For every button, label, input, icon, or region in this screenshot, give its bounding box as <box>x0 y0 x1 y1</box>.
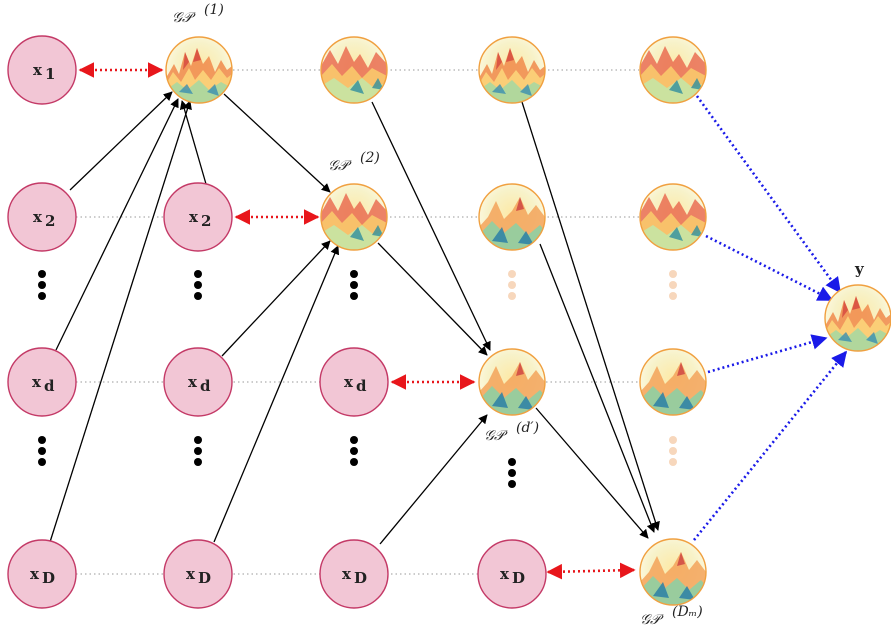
gp-label-gpDm-sup: (Dₘ) <box>672 604 703 620</box>
gp-label-gp1-main: 𝒢𝒫 <box>172 10 196 26</box>
arrows-to-gp1 <box>49 91 207 543</box>
gp-node-gp1 <box>165 36 233 104</box>
input-label-x2-col2: x <box>189 208 199 226</box>
input-sub-xD-col1: D <box>42 569 55 587</box>
input-label-x1: x <box>33 61 43 79</box>
vertical-ellipsis-c2-a <box>194 270 202 300</box>
gp-node-r1c4 <box>478 36 546 104</box>
faded-ellipsis-c5-a <box>669 270 677 300</box>
input-label-xd-col2: x <box>188 373 198 391</box>
link-gpd5-y <box>707 334 828 374</box>
ellipsis-dots <box>38 270 516 488</box>
input-sub-xd-col1: d <box>44 377 55 395</box>
gp-node-gpDm <box>639 538 707 606</box>
gp-labels: 𝒢𝒫 (1) 𝒢𝒫 (2) 𝒢𝒫 (d′) 𝒢𝒫 (Dₘ) y <box>172 2 865 628</box>
input-node-x1: x 1 <box>7 35 77 105</box>
input-label-xD-col1: x <box>30 565 40 583</box>
gp-node-r1c3 <box>320 36 388 104</box>
input-node-xd-col1: x d <box>7 347 77 417</box>
input-sub-x1: 1 <box>45 65 55 83</box>
vertical-ellipsis-c4-b <box>508 458 516 488</box>
arrow-gpd-gpDm <box>535 407 649 539</box>
input-node-xD-col3: x D <box>319 539 389 609</box>
input-node-x2-col2: x 2 <box>163 182 233 252</box>
gp-label-gp2-sup: (2) <box>360 150 380 166</box>
gp-label-gp1-sup: (1) <box>204 2 224 18</box>
vertical-ellipsis-c1-a <box>38 270 46 300</box>
arrows-gp-chain <box>213 93 660 545</box>
input-label-xD-col2: x <box>186 565 196 583</box>
input-node-x2-col1: x 2 <box>7 182 77 252</box>
faded-ellipsis-c4 <box>508 270 516 300</box>
arrow-xd-gp1 <box>55 98 179 351</box>
input-node-xD-col1: x D <box>7 539 77 609</box>
vertical-ellipsis-c3-a <box>350 270 358 300</box>
gp-node-r2c4 <box>478 183 546 251</box>
input-label-xD-col3: x <box>342 565 352 583</box>
vertical-ellipsis-c2-b <box>194 436 202 466</box>
arrow-gp24-gpDm <box>539 243 656 533</box>
gp-label-gp1: 𝒢𝒫 (1) <box>172 2 224 26</box>
arrow-gp13-gpd <box>371 101 491 351</box>
gp-label-gpd-sup: (d′) <box>516 420 539 436</box>
arrow-x2-gp1 <box>69 91 173 191</box>
input-node-xd-col2: x d <box>163 347 233 417</box>
gp-node-r3c5 <box>639 348 707 416</box>
arrow-gp1-gp2 <box>223 93 331 193</box>
input-label-xD-col4: x <box>500 565 510 583</box>
gp-label-gp2: 𝒢𝒫 (2) <box>328 150 380 174</box>
gp-node-gp2 <box>320 183 388 251</box>
input-sub-xD-col4: D <box>512 569 525 587</box>
link-gp25-y <box>705 234 834 302</box>
arrow-gp14-gpDm <box>521 101 660 531</box>
gp-node-r1c5 <box>639 36 707 104</box>
gp-node-r2c5 <box>639 183 707 251</box>
gp-label-gpDm: 𝒢𝒫 (Dₘ) <box>640 604 703 628</box>
vertical-ellipsis-c1-b <box>38 436 46 466</box>
output-links <box>692 91 848 541</box>
link-xD-gpDm <box>546 562 636 580</box>
arrow-xD-gp1 <box>49 100 192 543</box>
row-guides <box>76 69 639 575</box>
vertical-ellipsis-c3-b <box>350 436 358 466</box>
gp-nodes <box>165 36 891 606</box>
input-sub-xd-col2: d <box>200 377 211 395</box>
link-gpDm-y <box>692 350 848 541</box>
output-label-y: y <box>854 260 865 278</box>
faded-ellipsis-dots <box>508 270 677 466</box>
gp-node-gpd <box>478 348 546 416</box>
input-label-x2-col1: x <box>33 208 43 226</box>
input-node-xD-col4: x D <box>477 539 547 609</box>
input-node-xD-col2: x D <box>163 539 233 609</box>
input-nodes: x 1 x 2 x 2 x d x d x d x <box>7 35 547 609</box>
gp-label-gpd-main: 𝒢𝒫 <box>484 428 508 444</box>
gp-label-gp2-main: 𝒢𝒫 <box>328 158 352 174</box>
input-sub-xD-col3: D <box>354 569 367 587</box>
input-label-xd-col1: x <box>32 373 42 391</box>
link-gp15-y <box>692 91 842 294</box>
arrow-xD2-gp2 <box>213 245 340 543</box>
arrow-gp2-gpd <box>377 242 488 356</box>
arrow-xd2-gp2 <box>221 240 331 357</box>
input-sub-x2-col2: 2 <box>201 212 211 230</box>
faded-ellipsis-c5-b <box>669 436 677 466</box>
arrow-xD3-gpd <box>379 414 488 545</box>
input-sub-x2-col1: 2 <box>45 212 55 230</box>
identity-links <box>78 62 636 580</box>
gp-label-gpDm-main: 𝒢𝒫 <box>640 612 664 628</box>
input-label-xd-col3: x <box>344 373 354 391</box>
gp-node-output-y <box>824 284 891 352</box>
gp-label-gpd: 𝒢𝒫 (d′) <box>484 420 539 444</box>
input-node-xd-col3: x d <box>319 347 389 417</box>
input-sub-xd-col3: d <box>356 377 367 395</box>
input-sub-xD-col2: D <box>198 569 211 587</box>
